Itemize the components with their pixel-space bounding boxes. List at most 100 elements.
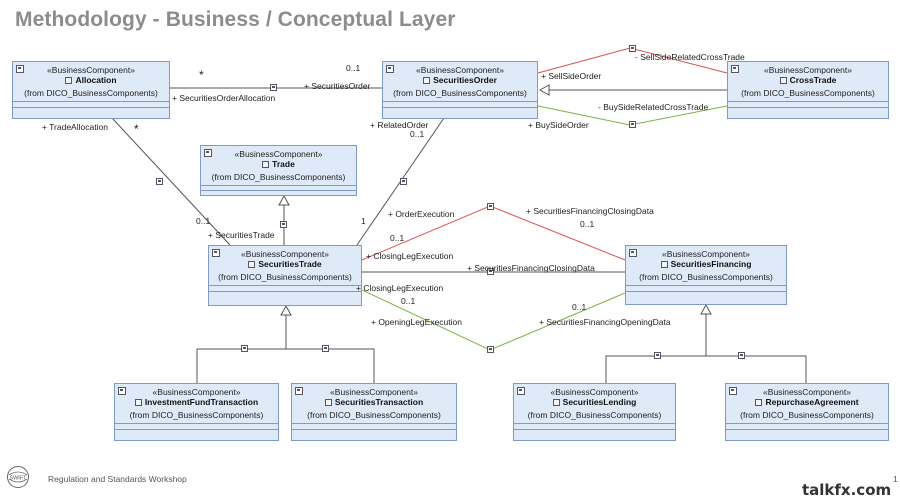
stereotype: «BusinessComponent» xyxy=(416,65,504,75)
class-name: SecuritiesTrade xyxy=(209,259,361,269)
watermark: talkfx.com xyxy=(802,481,892,499)
class-securities-financing[interactable]: «BusinessComponent» SecuritiesFinancing … xyxy=(625,245,787,305)
class-repurchase-agreement[interactable]: «BusinessComponent» RepurchaseAgreement … xyxy=(725,383,889,441)
link-nav-icon[interactable] xyxy=(156,178,163,185)
package-ref: (from DICO_BusinessComponents) xyxy=(639,272,773,282)
multiplicity-label: 0..1 xyxy=(390,233,405,243)
class-allocation[interactable]: «BusinessComponent» Allocation (from DIC… xyxy=(12,61,170,119)
link-nav-icon[interactable] xyxy=(241,345,248,352)
class-name-text: SecuritiesLending xyxy=(562,397,637,407)
class-name-text: SecuritiesTrade xyxy=(258,259,322,269)
class-name-text: InvestmentFundTransaction xyxy=(144,397,259,407)
class-trade[interactable]: «BusinessComponent» Trade (from DICO_Bus… xyxy=(200,145,357,196)
page-number: 1 xyxy=(893,474,898,484)
role-label: + SecuritiesFinancingClosingData xyxy=(526,206,654,216)
link-nav-icon[interactable] xyxy=(270,84,277,91)
class-glyph-icon xyxy=(262,161,270,168)
class-icon xyxy=(731,65,739,73)
stereotype: «BusinessComponent» xyxy=(662,249,750,259)
stereotype: «BusinessComponent» xyxy=(550,387,639,397)
multiplicity-label: 0..1 xyxy=(401,296,416,306)
role-label: + OpeningLegExecution xyxy=(371,317,462,327)
class-securities-trade[interactable]: «BusinessComponent» SecuritiesTrade (fro… xyxy=(208,245,362,306)
package-ref: (from DICO_BusinessComponents) xyxy=(129,410,264,420)
link-nav-icon[interactable] xyxy=(280,221,287,228)
multiplicity-label: * xyxy=(199,68,204,82)
class-name: InvestmentFundTransaction xyxy=(115,397,278,407)
page-title: Methodology - Business / Conceptual Laye… xyxy=(15,8,456,31)
class-glyph-icon xyxy=(324,399,332,406)
generalization-arrow-trade xyxy=(278,194,290,206)
generalization-sectrade-branch xyxy=(196,348,375,383)
link-nav-icon[interactable] xyxy=(654,352,661,359)
class-name-text: Allocation xyxy=(75,75,117,85)
class-securities-lending[interactable]: «BusinessComponent» SecuritiesLending (f… xyxy=(513,383,676,441)
compartment-divider xyxy=(726,423,888,424)
compartment-divider xyxy=(292,423,456,424)
assoc-allocation-trade xyxy=(111,117,231,246)
stereotype: «BusinessComponent» xyxy=(47,65,135,75)
link-nav-icon[interactable] xyxy=(629,45,636,52)
link-nav-icon[interactable] xyxy=(487,268,494,275)
class-name: SecuritiesTransaction xyxy=(292,397,456,407)
multiplicity-label: 0..1 xyxy=(580,219,595,229)
package-ref: (from DICO_BusinessComponents) xyxy=(527,410,662,420)
class-name-text: RepurchaseAgreement xyxy=(765,397,859,407)
class-icon xyxy=(386,65,394,73)
class-name: SecuritiesFinancing xyxy=(626,259,786,269)
link-nav-icon[interactable] xyxy=(487,346,494,353)
class-name-text: SecuritiesTransaction xyxy=(334,397,424,407)
link-nav-icon[interactable] xyxy=(629,121,636,128)
stereotype: «BusinessComponent» xyxy=(152,387,241,397)
role-label: + TradeAllocation xyxy=(42,122,108,132)
compartment-divider xyxy=(115,429,278,430)
class-glyph-icon xyxy=(423,77,431,84)
role-label: + SecuritiesFinancingOpeningData xyxy=(539,317,671,327)
compartment-divider xyxy=(201,185,356,186)
role-label: + SecuritiesFinancingClosingData xyxy=(467,263,595,273)
compartment-divider xyxy=(383,101,537,102)
class-icon xyxy=(629,249,637,257)
class-securities-transaction[interactable]: «BusinessComponent» SecuritiesTransactio… xyxy=(291,383,457,441)
compartment-divider xyxy=(292,429,456,430)
stereotype: «BusinessComponent» xyxy=(763,387,851,397)
class-cross-trade[interactable]: «BusinessComponent» CrossTrade (from DIC… xyxy=(727,61,889,119)
compartment-divider xyxy=(13,101,169,102)
class-glyph-icon xyxy=(65,77,73,84)
generalization-arrow-order xyxy=(538,84,550,96)
stereotype: «BusinessComponent» xyxy=(241,249,329,259)
class-name: SecuritiesOrder xyxy=(383,75,537,85)
link-nav-icon[interactable] xyxy=(738,352,745,359)
compartment-divider xyxy=(728,101,888,102)
compartment-divider xyxy=(726,429,888,430)
compartment-divider xyxy=(201,190,356,191)
stereotype: «BusinessComponent» xyxy=(234,149,323,159)
role-label: + OrderExecution xyxy=(388,209,455,219)
class-glyph-icon xyxy=(779,77,787,84)
multiplicity-label: 0..1 xyxy=(346,63,361,73)
generalization-arrow-secfin xyxy=(700,303,712,315)
multiplicity-label: 0..1 xyxy=(410,129,425,139)
role-label: - SellSideRelatedCrossTrade xyxy=(635,52,745,62)
generalization-arrow-sectrade xyxy=(280,304,292,316)
compartment-divider xyxy=(13,107,169,108)
class-name-text: CrossTrade xyxy=(789,75,837,85)
link-nav-icon[interactable] xyxy=(400,178,407,185)
package-ref: (from DICO_BusinessComponents) xyxy=(24,88,158,98)
role-label: + RelatedOrder xyxy=(370,120,429,130)
class-glyph-icon xyxy=(134,399,142,406)
compartment-divider xyxy=(209,291,361,292)
link-nav-icon[interactable] xyxy=(322,345,329,352)
swift-logo-icon: SWIFT xyxy=(7,466,29,488)
class-securities-order[interactable]: «BusinessComponent» SecuritiesOrder (fro… xyxy=(382,61,538,119)
package-ref: (from DICO_BusinessComponents) xyxy=(740,410,874,420)
link-nav-icon[interactable] xyxy=(487,203,494,210)
footer-text: Regulation and Standards Workshop xyxy=(48,474,187,484)
class-glyph-icon xyxy=(248,261,256,268)
class-icon xyxy=(517,387,525,395)
class-icon xyxy=(729,387,737,395)
compartment-divider xyxy=(728,107,888,108)
class-investment-fund-transaction[interactable]: «BusinessComponent» InvestmentFundTransa… xyxy=(114,383,279,441)
class-glyph-icon xyxy=(660,261,668,268)
